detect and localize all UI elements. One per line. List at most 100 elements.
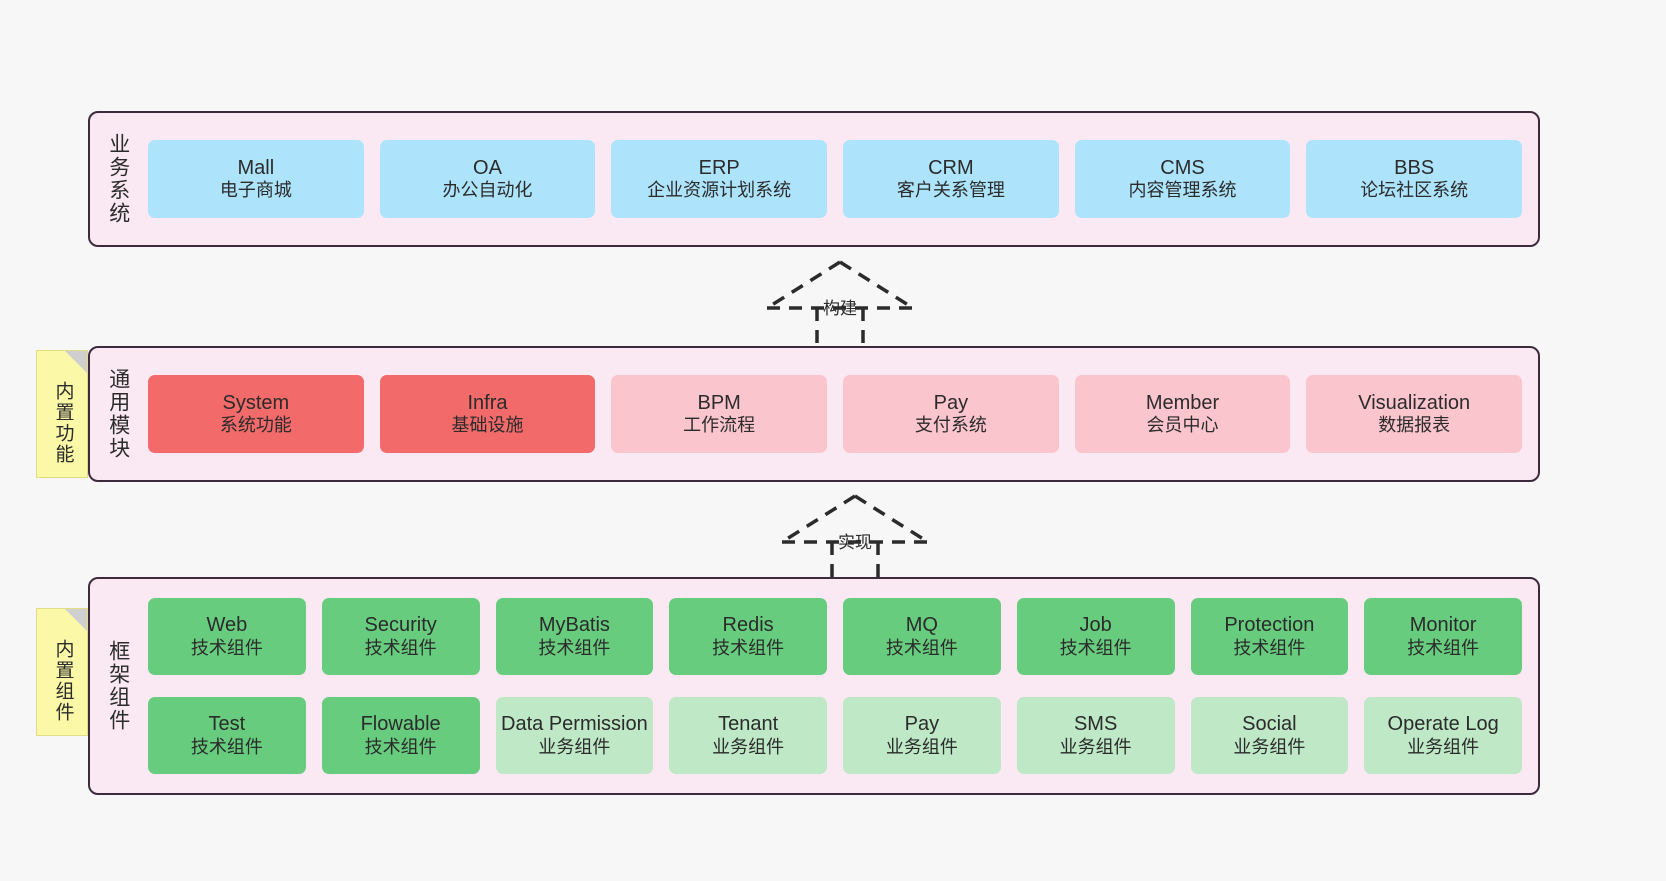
layer-body-business: Mall 电子商城 OA 办公自动化 ERP 企业资源计划系统 CRM 客户关系…	[146, 113, 1538, 245]
sticky-note-builtin-component: 内置组件	[36, 608, 88, 736]
module-card-member[interactable]: Member 会员中心	[1074, 375, 1291, 453]
module-subtitle: 技术组件	[364, 637, 437, 658]
module-title: Data Permission	[501, 713, 648, 736]
module-card-redis[interactable]: Redis 技术组件	[669, 598, 827, 675]
module-subtitle: 论坛社区系统	[1360, 180, 1469, 201]
module-subtitle: 技术组件	[1059, 637, 1132, 658]
module-card-mall[interactable]: Mall 电子商城	[148, 140, 364, 218]
module-card-tenant[interactable]: Tenant 业务组件	[669, 697, 827, 774]
module-card-protection[interactable]: Protection 技术组件	[1190, 598, 1349, 675]
module-card-bpm[interactable]: BPM 工作流程	[611, 375, 828, 453]
module-subtitle: 业务组件	[538, 736, 611, 757]
module-card-job[interactable]: Job 技术组件	[1016, 598, 1175, 675]
module-card-visualization[interactable]: Visualization 数据报表	[1306, 375, 1523, 453]
module-title: Flowable	[360, 713, 441, 736]
module-subtitle: 业务组件	[1233, 736, 1306, 757]
module-subtitle: 技术组件	[1233, 637, 1306, 658]
layer-body-common: System 系统功能 Infra 基础设施 BPM 工作流程 Pay 支付系统…	[146, 348, 1538, 480]
module-subtitle: 业务组件	[1059, 736, 1132, 757]
module-title: Infra	[467, 391, 508, 414]
module-card-monitor[interactable]: Monitor 技术组件	[1364, 598, 1522, 675]
module-card-oa[interactable]: OA 办公自动化	[379, 140, 596, 218]
module-title: SMS	[1073, 713, 1118, 736]
module-row: System 系统功能 Infra 基础设施 BPM 工作流程 Pay 支付系统…	[148, 375, 1523, 453]
module-title: Security	[364, 614, 437, 637]
module-title: Redis	[722, 614, 774, 637]
module-card-security[interactable]: Security 技术组件	[321, 598, 480, 675]
module-subtitle: 办公自动化	[442, 180, 533, 201]
module-subtitle: 基础设施	[451, 415, 524, 436]
module-title: Mall	[237, 156, 275, 179]
module-title: Member	[1145, 391, 1220, 414]
module-title: Test	[208, 713, 246, 736]
module-title: Social	[1242, 713, 1297, 736]
module-title: MQ	[905, 614, 938, 637]
module-subtitle: 数据报表	[1378, 415, 1451, 436]
module-card-mq[interactable]: MQ 技术组件	[843, 598, 1001, 675]
layer-common-module: 通用模块 System 系统功能 Infra 基础设施 BPM 工作流程 Pay…	[88, 346, 1540, 482]
module-card-test[interactable]: Test 技术组件	[148, 697, 306, 774]
module-card-system[interactable]: System 系统功能	[148, 375, 364, 453]
module-title: Operate Log	[1387, 713, 1499, 736]
module-card-sms[interactable]: SMS 业务组件	[1016, 697, 1175, 774]
module-title: Pay	[933, 391, 969, 414]
connector-label: 构建	[823, 299, 857, 318]
module-card-operate-log[interactable]: Operate Log 业务组件	[1364, 697, 1522, 774]
module-card-cms[interactable]: CMS 内容管理系统	[1074, 140, 1291, 218]
module-subtitle: 业务组件	[712, 736, 785, 757]
layer-title-common: 通用模块	[106, 368, 130, 460]
connector-implement: 实现	[770, 490, 940, 586]
module-title: Web	[206, 614, 248, 637]
module-card-crm[interactable]: CRM 客户关系管理	[843, 140, 1059, 218]
module-card-bbs[interactable]: BBS 论坛社区系统	[1306, 140, 1523, 218]
module-row: Mall 电子商城 OA 办公自动化 ERP 企业资源计划系统 CRM 客户关系…	[148, 140, 1523, 218]
module-title: Visualization	[1358, 391, 1471, 414]
module-card-mybatis[interactable]: MyBatis 技术组件	[495, 598, 654, 675]
layer-body-framework: Web 技术组件 Security 技术组件 MyBatis 技术组件 Redi…	[146, 579, 1538, 793]
module-card-data-permission[interactable]: Data Permission 业务组件	[495, 697, 654, 774]
module-subtitle: 内容管理系统	[1128, 180, 1237, 201]
connector-build: 构建	[755, 256, 925, 352]
module-title: Pay	[904, 713, 940, 736]
module-title: CRM	[928, 156, 974, 179]
module-title: System	[222, 391, 290, 414]
module-title: Monitor	[1409, 614, 1477, 637]
module-subtitle: 技术组件	[190, 637, 263, 658]
module-card-flowable[interactable]: Flowable 技术组件	[321, 697, 480, 774]
module-card-pay-business[interactable]: Pay 业务组件	[843, 697, 1001, 774]
module-subtitle: 系统功能	[219, 415, 292, 436]
module-subtitle: 技术组件	[364, 736, 437, 757]
module-card-infra[interactable]: Infra 基础设施	[379, 375, 596, 453]
layer-title-business: 业务系统	[106, 133, 130, 225]
module-card-web[interactable]: Web 技术组件	[148, 598, 306, 675]
module-card-erp[interactable]: ERP 企业资源计划系统	[611, 140, 828, 218]
module-title: ERP	[698, 156, 740, 179]
module-title: Job	[1079, 614, 1112, 637]
module-title: Protection	[1224, 614, 1315, 637]
module-subtitle: 技术组件	[538, 637, 611, 658]
module-subtitle: 企业资源计划系统	[647, 180, 792, 201]
module-subtitle: 支付系统	[914, 415, 987, 436]
layer-title-framework: 框架组件	[106, 640, 130, 732]
connector-label: 实现	[838, 533, 872, 552]
module-row: Test 技术组件 Flowable 技术组件 Data Permission …	[148, 697, 1522, 774]
layer-framework-component: 框架组件 Web 技术组件 Security 技术组件 MyBatis 技术组件…	[88, 577, 1540, 795]
module-subtitle: 工作流程	[683, 415, 756, 436]
module-title: BPM	[697, 391, 741, 414]
module-title: CMS	[1160, 156, 1205, 179]
module-card-social[interactable]: Social 业务组件	[1190, 697, 1349, 774]
module-subtitle: 技术组件	[885, 637, 958, 658]
note-fold-icon	[65, 351, 87, 373]
module-card-pay[interactable]: Pay 支付系统	[843, 375, 1059, 453]
module-title: BBS	[1394, 156, 1435, 179]
module-subtitle: 业务组件	[885, 736, 958, 757]
module-subtitle: 会员中心	[1146, 415, 1219, 436]
note-fold-icon	[65, 609, 87, 631]
module-title: Tenant	[718, 713, 779, 736]
module-title: OA	[473, 156, 502, 179]
module-subtitle: 电子商城	[219, 180, 292, 201]
module-subtitle: 业务组件	[1407, 736, 1480, 757]
module-subtitle: 技术组件	[190, 736, 263, 757]
module-row: Web 技术组件 Security 技术组件 MyBatis 技术组件 Redi…	[148, 598, 1522, 675]
